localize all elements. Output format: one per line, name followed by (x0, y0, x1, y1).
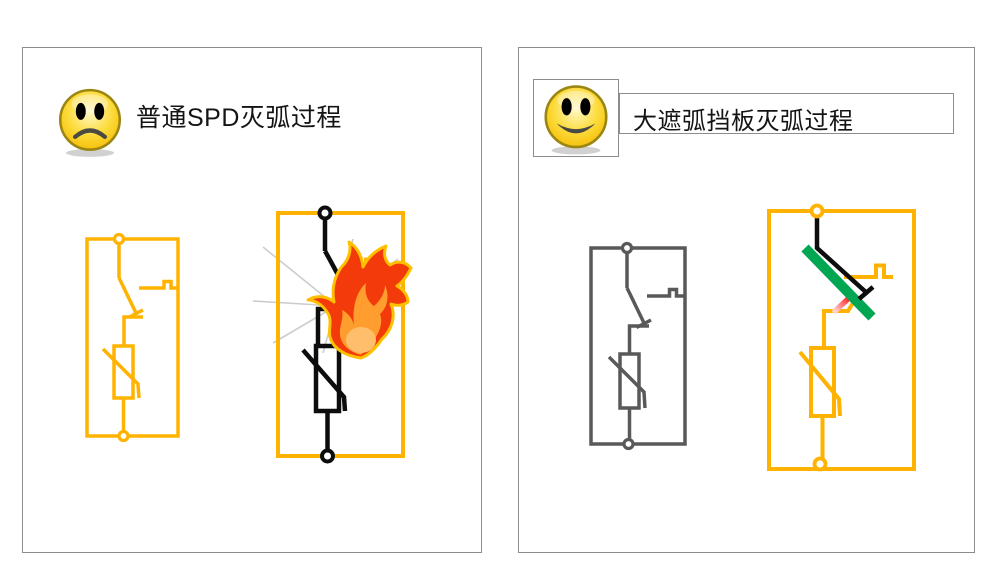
circuit-frame (276, 211, 405, 458)
happy-face-icon (544, 85, 608, 155)
varistor-diagonal (798, 350, 842, 417)
left-panel: 普通SPD灭弧过程 (22, 47, 482, 553)
lower-contact (122, 315, 143, 346)
bottom-terminal (622, 437, 635, 451)
bottom-terminal (117, 429, 130, 443)
circuit-frame (767, 209, 916, 471)
switch-blade (117, 277, 138, 314)
top-terminal (112, 232, 126, 246)
top-terminal (809, 203, 825, 219)
sad-face-icon (58, 88, 122, 157)
arc-baffle (801, 244, 876, 321)
flame-icon (306, 240, 413, 360)
switch-blade (814, 217, 870, 296)
switch-blade (625, 287, 646, 324)
fixed-contact (844, 263, 893, 279)
spd-circuit-closed-gray (589, 241, 687, 451)
top-terminal (620, 241, 634, 255)
blade-tip-tick (857, 285, 875, 301)
top-terminal (317, 205, 333, 221)
left-panel-title: 普通SPD灭弧过程 (136, 104, 342, 132)
circuit-frame (589, 246, 687, 446)
right-panel: 大遮弧挡板灭弧过程 (518, 47, 975, 553)
arc-glow (832, 295, 852, 314)
lower-contact (627, 324, 649, 354)
right-panel-title: 大遮弧挡板灭弧过程 (633, 108, 854, 135)
spd-circuit-with-arc-baffle (767, 203, 916, 472)
happy-face-box (533, 79, 619, 157)
varistor-diagonal (301, 348, 348, 412)
fixed-contact (647, 287, 685, 298)
varistor-body (618, 352, 641, 410)
fixed-contact (139, 279, 178, 290)
varistor-body (112, 344, 135, 400)
varistor-diagonal (607, 355, 647, 409)
bottom-terminal (320, 448, 335, 464)
circuit-frame (85, 237, 180, 438)
varistor-diagonal (101, 347, 141, 399)
bottom-terminal (812, 456, 828, 472)
spd-circuit-closed (85, 232, 180, 443)
right-title-box: 大遮弧挡板灭弧过程 (619, 93, 954, 135)
